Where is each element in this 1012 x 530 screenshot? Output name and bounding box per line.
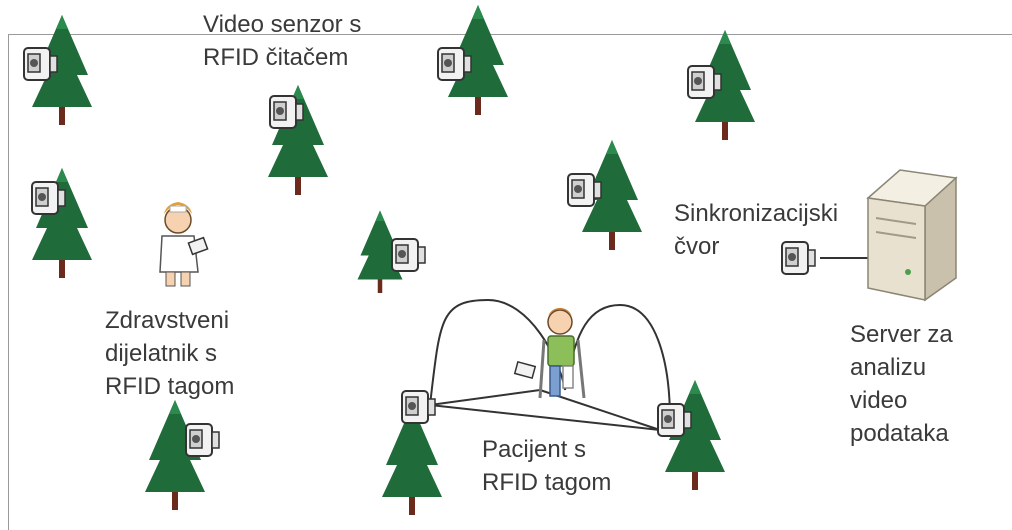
health-worker-icon <box>159 202 209 287</box>
sensor-label-line1: Video senzor s <box>203 11 362 38</box>
link-curve-left <box>429 298 566 406</box>
server-label-line3: video <box>850 387 908 414</box>
server-label-line2: analizu <box>850 354 927 381</box>
worker-label-line2: dijelatnik s <box>105 340 218 367</box>
server-label-line1: Server za <box>850 321 953 348</box>
link-left-patient <box>429 389 541 406</box>
patient-on-crutches-icon <box>513 308 586 399</box>
frame-border-left <box>8 34 9 530</box>
sync-node-camera-icon <box>781 241 816 275</box>
worker-label-line1: Zdravstveni <box>105 307 230 334</box>
patient-label-line2: RFID tagom <box>482 469 612 496</box>
server-label-line4: podataka <box>850 420 949 447</box>
sync-node-label-line2: čvor <box>674 233 720 260</box>
frame-border-top <box>8 34 1012 35</box>
sensor-links <box>429 257 868 431</box>
sync-node-label-line1: Sinkronizacijski <box>674 200 839 227</box>
video-camera-icon <box>185 423 220 457</box>
link-bottom <box>429 404 661 431</box>
video-camera-icon <box>391 238 426 272</box>
worker-label-line3: RFID tagom <box>105 373 235 400</box>
server-tower-icon <box>866 169 958 302</box>
sensor-label-line2: RFID čitačem <box>203 44 349 71</box>
patient-label-line1: Pacijent s <box>482 436 587 463</box>
video-camera-icon <box>401 390 436 424</box>
